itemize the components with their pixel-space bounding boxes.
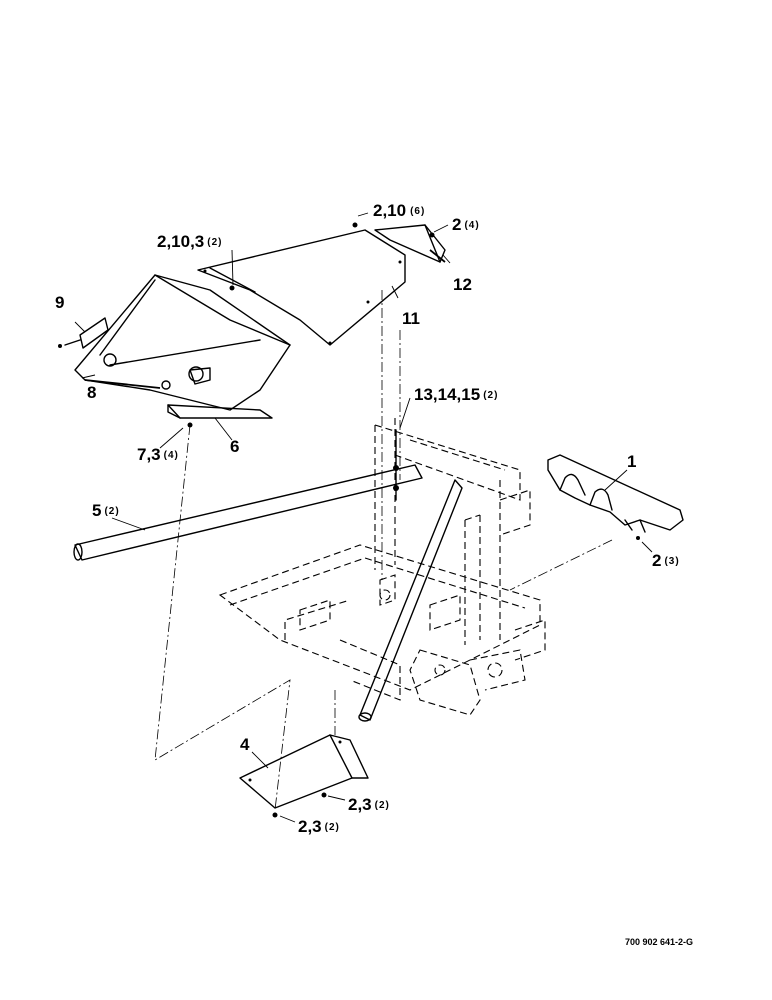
part-4-skid-plate bbox=[239, 734, 369, 809]
callout-9: 9 bbox=[55, 293, 64, 312]
callout-7-3-4: 7,3(4) bbox=[137, 445, 179, 464]
part-9-bracket bbox=[58, 317, 109, 349]
part-6-strap bbox=[167, 404, 273, 419]
callout-4: 4 bbox=[240, 735, 250, 754]
part-8-front-shield bbox=[74, 274, 291, 411]
callout-2-10-6: 2,10(6) bbox=[373, 201, 425, 220]
part-13-bolt bbox=[393, 429, 399, 501]
leader-lines bbox=[74, 212, 653, 823]
callout-8: 8 bbox=[87, 383, 96, 402]
part-5-tube bbox=[73, 464, 423, 561]
part-12-bracket bbox=[374, 224, 446, 263]
callout-5-2: 5(2) bbox=[92, 501, 120, 520]
frame-assembly-phantom bbox=[218, 418, 546, 716]
callout-2-10-3-2: 2,10,3(2) bbox=[157, 232, 223, 251]
callout-2-4: 2(4) bbox=[452, 215, 480, 234]
callout-12: 12 bbox=[453, 275, 472, 294]
part-11-upper-shield bbox=[197, 229, 406, 346]
callout-11: 11 bbox=[402, 309, 420, 328]
callout-labels: 2,10(6) 2(4) 12 11 2,10,3(2) 9 8 6 7,3(4… bbox=[55, 201, 680, 836]
callout-2-3-2-lower: 2,3(2) bbox=[298, 817, 340, 836]
callout-13-14-15-2: 13,14,15(2) bbox=[414, 385, 498, 404]
callout-6: 6 bbox=[230, 437, 239, 456]
callout-1: 1 bbox=[627, 452, 636, 471]
hardware-fasteners bbox=[187, 222, 435, 818]
drawing-number: 700 902 641-2-G bbox=[625, 937, 693, 947]
callout-2-3-2-upper: 2,3(2) bbox=[348, 795, 390, 814]
alignment-lines bbox=[154, 290, 613, 811]
diagonal-strut bbox=[358, 479, 463, 722]
part-1-guard bbox=[547, 454, 684, 540]
callout-2-3: 2(3) bbox=[652, 551, 680, 570]
